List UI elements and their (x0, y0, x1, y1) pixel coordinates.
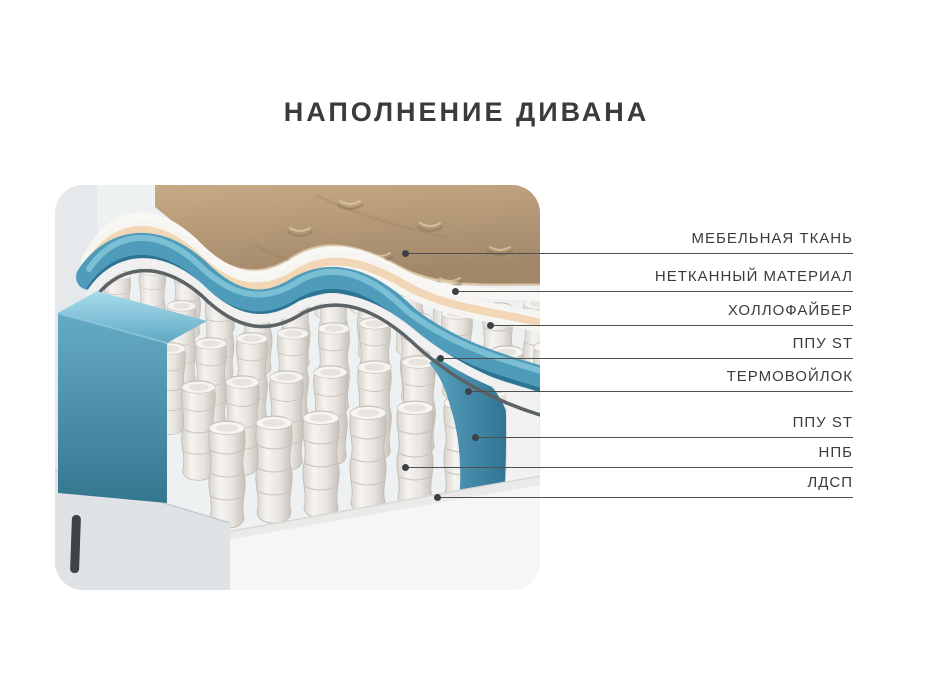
leader-dot (452, 288, 459, 295)
leader-dot (402, 464, 409, 471)
callout-label: ХОЛЛОФАЙБЕР (727, 302, 853, 319)
thermofelt-layer (91, 269, 540, 419)
pu-foam-left-block (57, 291, 207, 503)
callout-nonwoven-material: НЕТКАННЫЙ МАТЕРИАЛ (452, 268, 853, 295)
hollowfiber-layer (81, 219, 540, 335)
callout-thermofelt: ТЕРМОВОЙЛОК (465, 368, 853, 395)
cabinet-handle (70, 515, 81, 574)
callout-label: ТЕРМОВОЙЛОК (726, 368, 853, 385)
chipboard-base (186, 475, 540, 590)
page-title: НАПОЛНЕНИЕ ДИВАНА (283, 97, 650, 127)
callout-pu-foam-st-side: ППУ ST (472, 414, 853, 441)
callout-hollowfiber: ХОЛЛОФАЙБЕР (487, 302, 853, 329)
callout-pu-foam-st-top: ППУ ST (437, 335, 853, 362)
callout-chipboard-ldsp: ЛДСП (434, 474, 853, 501)
leader-dot (434, 494, 441, 501)
callout-label: ППУ ST (792, 335, 853, 352)
leader-dot (437, 355, 444, 362)
callout-label: МЕБЕЛЬНАЯ ТКАНЬ (691, 230, 853, 247)
callout-spring-block-npb: НПБ (402, 444, 853, 471)
leader-dot (465, 388, 472, 395)
callout-label: ППУ ST (792, 414, 853, 431)
callout-label: НЕТКАННЫЙ МАТЕРИАЛ (654, 268, 853, 285)
callout-label: ЛДСП (807, 474, 853, 491)
leader-dot (487, 322, 494, 329)
sofa-cutaway-image (55, 185, 540, 590)
layer-stack (76, 185, 540, 419)
callout-label: НПБ (818, 444, 853, 461)
tuft-dimples (286, 200, 531, 301)
leader-dot (402, 250, 409, 257)
underlayer-white (86, 258, 540, 406)
callout-furniture-fabric: МЕБЕЛЬНАЯ ТКАНЬ (402, 230, 853, 257)
leader-dot (472, 434, 479, 441)
sofa-cutaway-svg (55, 185, 540, 590)
